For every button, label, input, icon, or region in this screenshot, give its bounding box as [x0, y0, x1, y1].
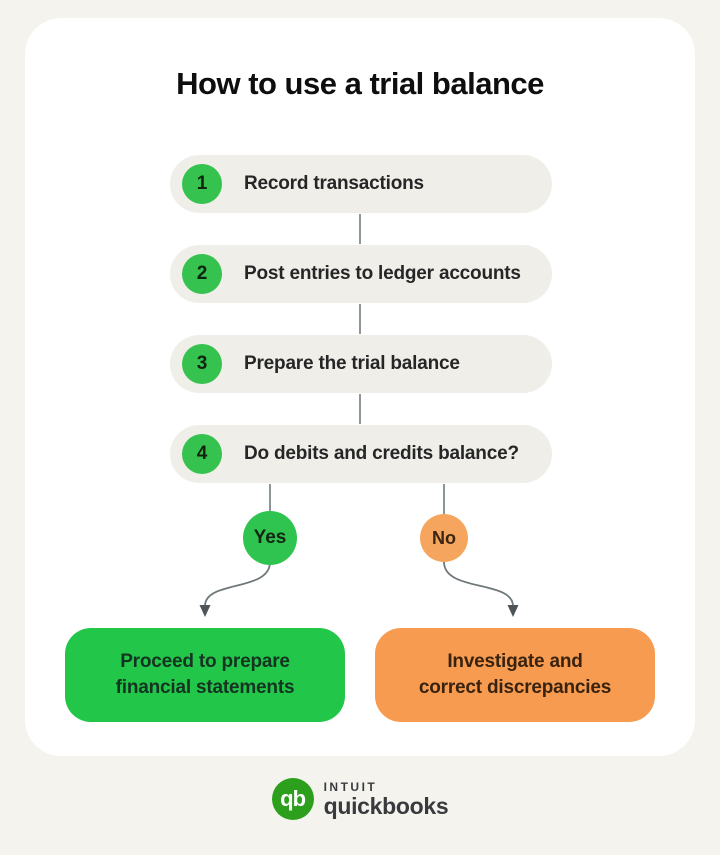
page-title: How to use a trial balance — [176, 66, 544, 101]
brand-wordmark: INTUIT quickbooks — [324, 781, 449, 818]
step-number-badge-2: 2 — [182, 254, 222, 294]
step-label-1: Record transactions — [244, 173, 424, 194]
step-label-2: Post entries to ledger accounts — [244, 263, 521, 284]
outcome-box-yes: Proceed to prepare financial statements — [65, 628, 345, 722]
decision-yes-circle: Yes — [243, 511, 297, 565]
step-label-4: Do debits and credits balance? — [244, 443, 519, 464]
step-pill-2: 2 Post entries to ledger accounts — [170, 245, 552, 303]
step-number-badge-4: 4 — [182, 434, 222, 474]
step-label-3: Prepare the trial balance — [244, 353, 460, 374]
quickbooks-logo-icon: qb — [271, 778, 314, 820]
decision-no-circle: No — [420, 514, 468, 562]
brand-quickbooks-text: quickbooks — [323, 792, 449, 819]
step-number-badge-3: 3 — [182, 344, 222, 384]
brand-intuit-text: INTUIT — [323, 779, 378, 794]
step-pill-4: 4 Do debits and credits balance? — [170, 425, 552, 483]
step-pill-3: 3 Prepare the trial balance — [170, 335, 552, 393]
footer-brand: qb INTUIT quickbooks — [0, 778, 720, 820]
step-pill-1: 1 Record transactions — [170, 155, 552, 213]
outcome-box-no: Investigate and correct discrepancies — [375, 628, 655, 722]
step-number-badge-1: 1 — [182, 164, 222, 204]
